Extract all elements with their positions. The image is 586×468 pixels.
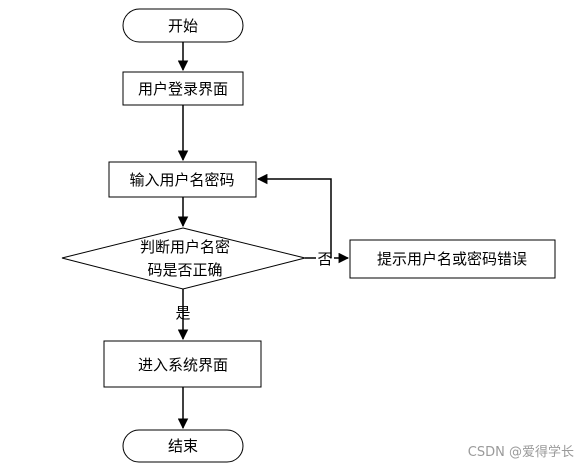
start-label: 开始 [168, 17, 198, 35]
login-screen-label: 用户登录界面 [138, 80, 228, 98]
error-prompt-node [349, 239, 556, 279]
no-label: 否 [317, 250, 332, 268]
decision-label-line1: 判断用户名密 [140, 238, 230, 256]
enter-system-label: 进入系统界面 [138, 356, 228, 374]
login-screen-node [122, 71, 244, 106]
error-prompt-label: 提示用户名或密码错误 [377, 250, 527, 268]
watermark: CSDN @爱得学长 [467, 445, 574, 460]
input-credentials-label: 输入用户名密码 [129, 171, 234, 189]
decision-label-line2: 码是否正确 [147, 261, 222, 279]
yes-label: 是 [175, 304, 190, 322]
arrow-loop-back-to-input [256, 173, 332, 258]
no-label-bg [316, 249, 334, 267]
end-node [122, 429, 244, 463]
end-label: 结束 [168, 437, 198, 455]
